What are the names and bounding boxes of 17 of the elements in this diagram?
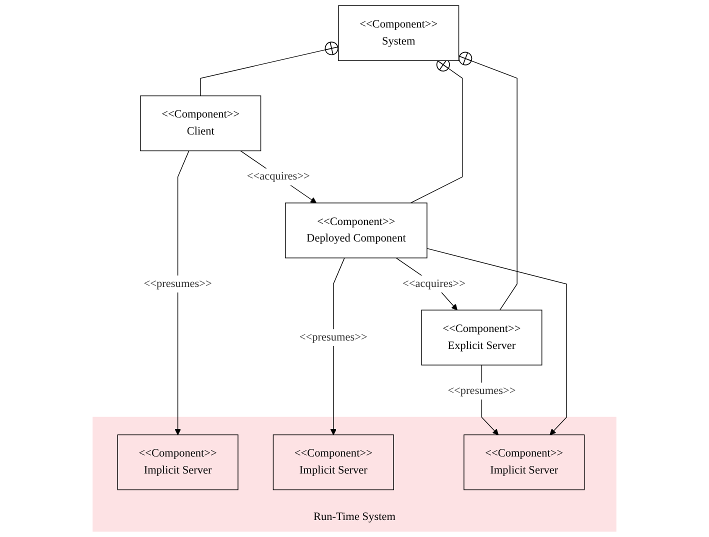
edge-label: <<acquires>> — [246, 170, 310, 183]
node-box: <<Component>> Client — [140, 96, 262, 152]
node-box: <<Component>> System — [338, 5, 460, 61]
arrow — [174, 150, 190, 436]
node-box: <<Component>> Implicit Server — [117, 434, 238, 490]
node-box: <<Component>> Deployed Component — [285, 202, 428, 258]
node-box: <<Component>> Explicit Server — [421, 310, 542, 366]
node-box: <<Component>> Implicit Server — [272, 434, 394, 490]
containment-line — [200, 42, 339, 96]
edge-label: <<acquires>> — [402, 278, 466, 290]
containment-line — [458, 52, 518, 310]
edge-label: <<presumes>> — [144, 278, 212, 290]
arrow — [426, 248, 567, 436]
edge-label: <<presumes>> — [448, 384, 516, 397]
edge-label: <<presumes>> — [299, 331, 368, 344]
node-box: <<Component>> Implicit Server — [464, 434, 585, 490]
arrow — [330, 258, 345, 436]
